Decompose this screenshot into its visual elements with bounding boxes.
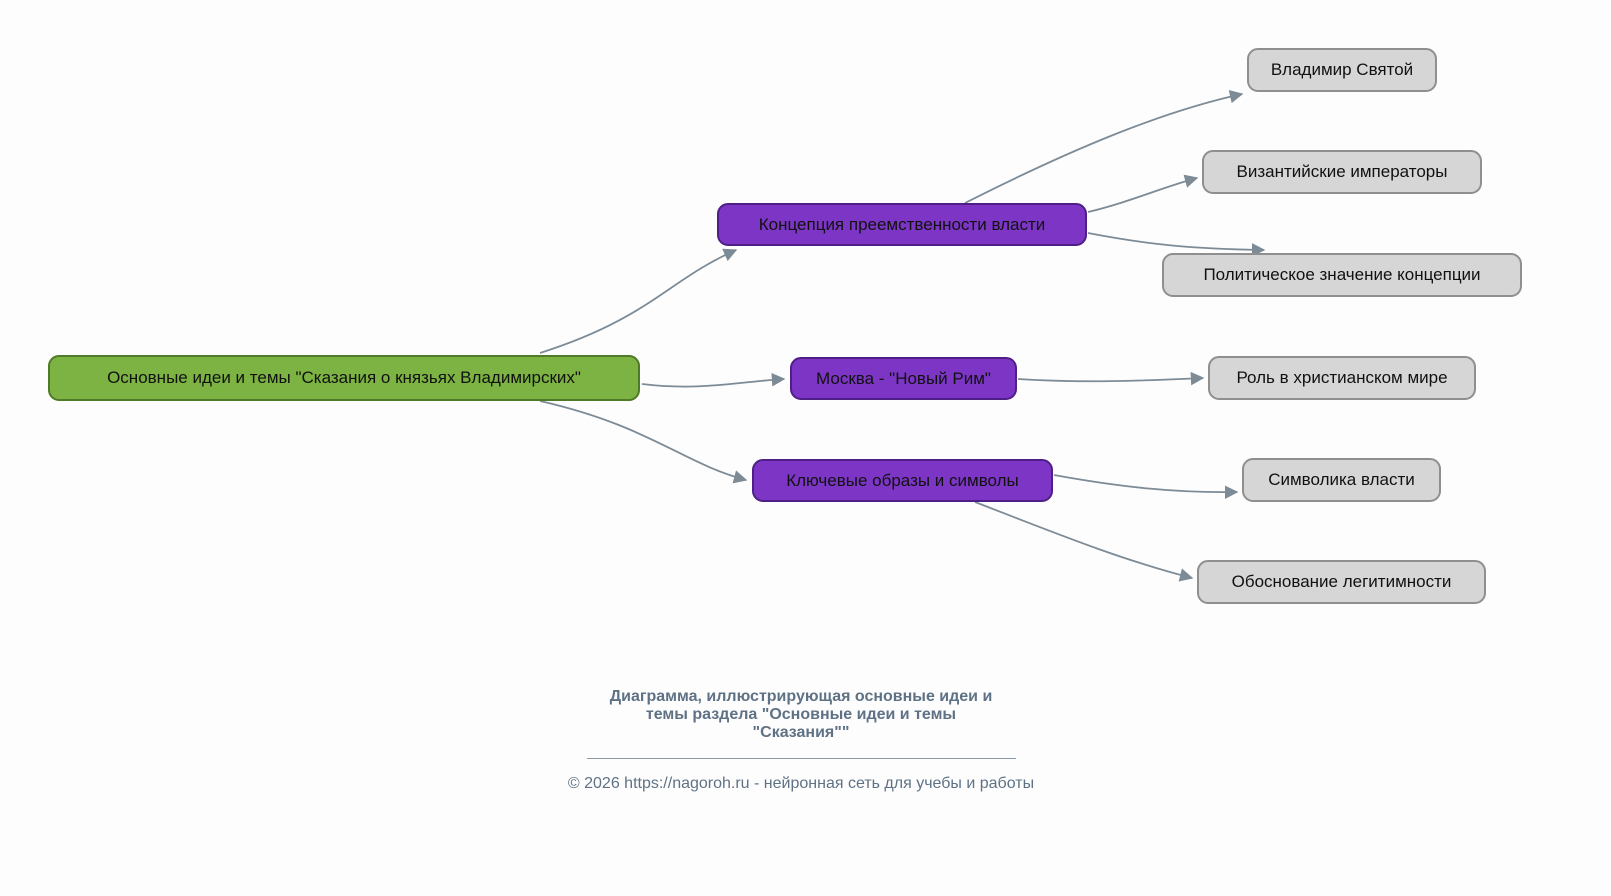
node-role-christian-world: Роль в христианском мире bbox=[1208, 356, 1476, 400]
edge-succession-vladimir bbox=[964, 90, 1244, 204]
edge-symbols-powersym bbox=[1053, 474, 1239, 499]
copyright-text: © 2026 https://nagoroh.ru - нейронная се… bbox=[567, 775, 1035, 792]
edge-root-succession bbox=[539, 248, 738, 354]
divider bbox=[586, 758, 1016, 759]
edge-symbols-legitimacy bbox=[974, 501, 1194, 582]
node-byzantine-emperors: Византийские императоры bbox=[1202, 150, 1482, 194]
edge-root-symbols bbox=[539, 400, 748, 484]
node-moscow-new-rome: Москва - "Новый Рим" bbox=[790, 357, 1017, 400]
node-legitimacy-justification: Обоснование легитимности bbox=[1197, 560, 1486, 604]
diagram-caption: Диаграмма, иллюстрирующая основные идеи … bbox=[451, 688, 1151, 742]
node-power-symbolism: Символика власти bbox=[1242, 458, 1441, 502]
edge-succession-byzantine bbox=[1087, 174, 1199, 213]
node-succession-concept: Концепция преемственности власти bbox=[717, 203, 1087, 246]
edge-moscow-christian bbox=[1017, 371, 1205, 386]
node-key-images-symbols: Ключевые образы и символы bbox=[752, 459, 1053, 502]
edge-succession-political bbox=[1087, 232, 1266, 257]
node-root: Основные идеи и темы "Сказания о князьях… bbox=[48, 355, 640, 401]
node-political-significance: Политическое значение концепции bbox=[1162, 253, 1522, 297]
diagram-footer: Диаграмма, иллюстрирующая основные идеи … bbox=[451, 688, 1151, 793]
edge-root-moscow bbox=[641, 373, 786, 388]
caption-line-1: Диаграмма, иллюстрирующая основные идеи … bbox=[609, 688, 993, 705]
node-vladimir-saint: Владимир Святой bbox=[1247, 48, 1437, 92]
caption-line-2: темы раздела "Основные идеи и темы bbox=[645, 706, 957, 723]
caption-line-3: "Сказания"" bbox=[752, 724, 850, 741]
